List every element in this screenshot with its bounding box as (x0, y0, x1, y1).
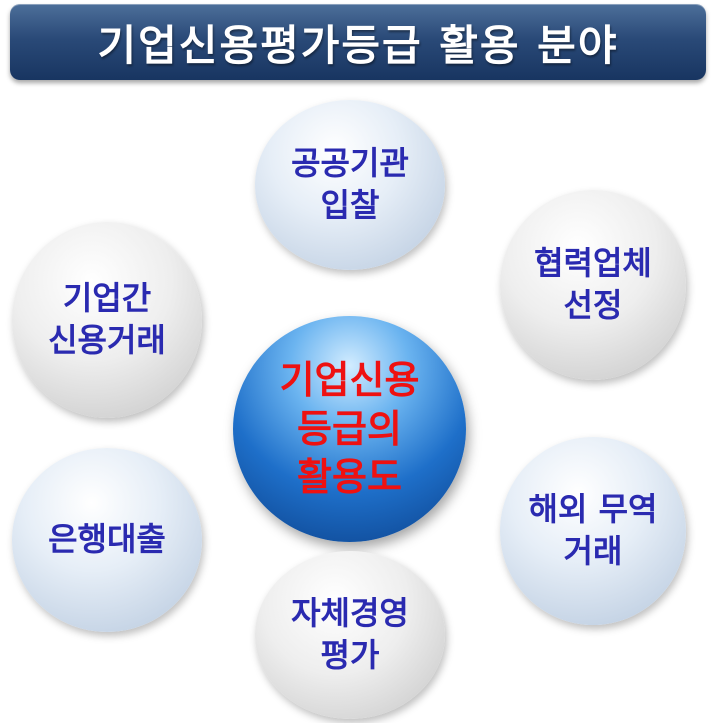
node-label-line: 은행대출 (48, 520, 166, 559)
node-label-line: 협력업체 (534, 244, 652, 283)
node-self-evaluation: 자체경영 평가 (255, 551, 445, 719)
title-banner: 기업신용평가등급 활용 분야 (10, 4, 706, 80)
node-label-line: 신용거래 (48, 321, 166, 359)
node-label-line: 해외 무역 (528, 490, 658, 529)
node-b2b-credit: 기업간 신용거래 (12, 222, 202, 418)
node-label-line: 선정 (563, 286, 623, 324)
center-label-line: 활용도 (297, 455, 402, 500)
node-label-line: 입찰 (320, 186, 380, 224)
node-bank-loan: 은행대출 (12, 448, 202, 632)
center-label-line: 등급의 (297, 406, 402, 451)
node-label-line: 기업간 (62, 279, 152, 318)
node-foreign-trade: 해외 무역 거래 (500, 437, 686, 625)
node-public-bidding: 공공기관 입찰 (255, 100, 445, 270)
node-label-line: 자체경영 (291, 594, 409, 633)
center-sphere: 기업신용 등급의 활용도 (233, 316, 466, 542)
node-partner-selection: 협력업체 선정 (500, 190, 686, 380)
node-label-line: 거래 (563, 532, 623, 570)
center-label-line: 기업신용 (279, 358, 420, 403)
diagram-title: 기업신용평가등급 활용 분야 (97, 20, 619, 70)
node-label-line: 평가 (320, 636, 380, 674)
node-label-line: 공공기관 (291, 144, 409, 183)
